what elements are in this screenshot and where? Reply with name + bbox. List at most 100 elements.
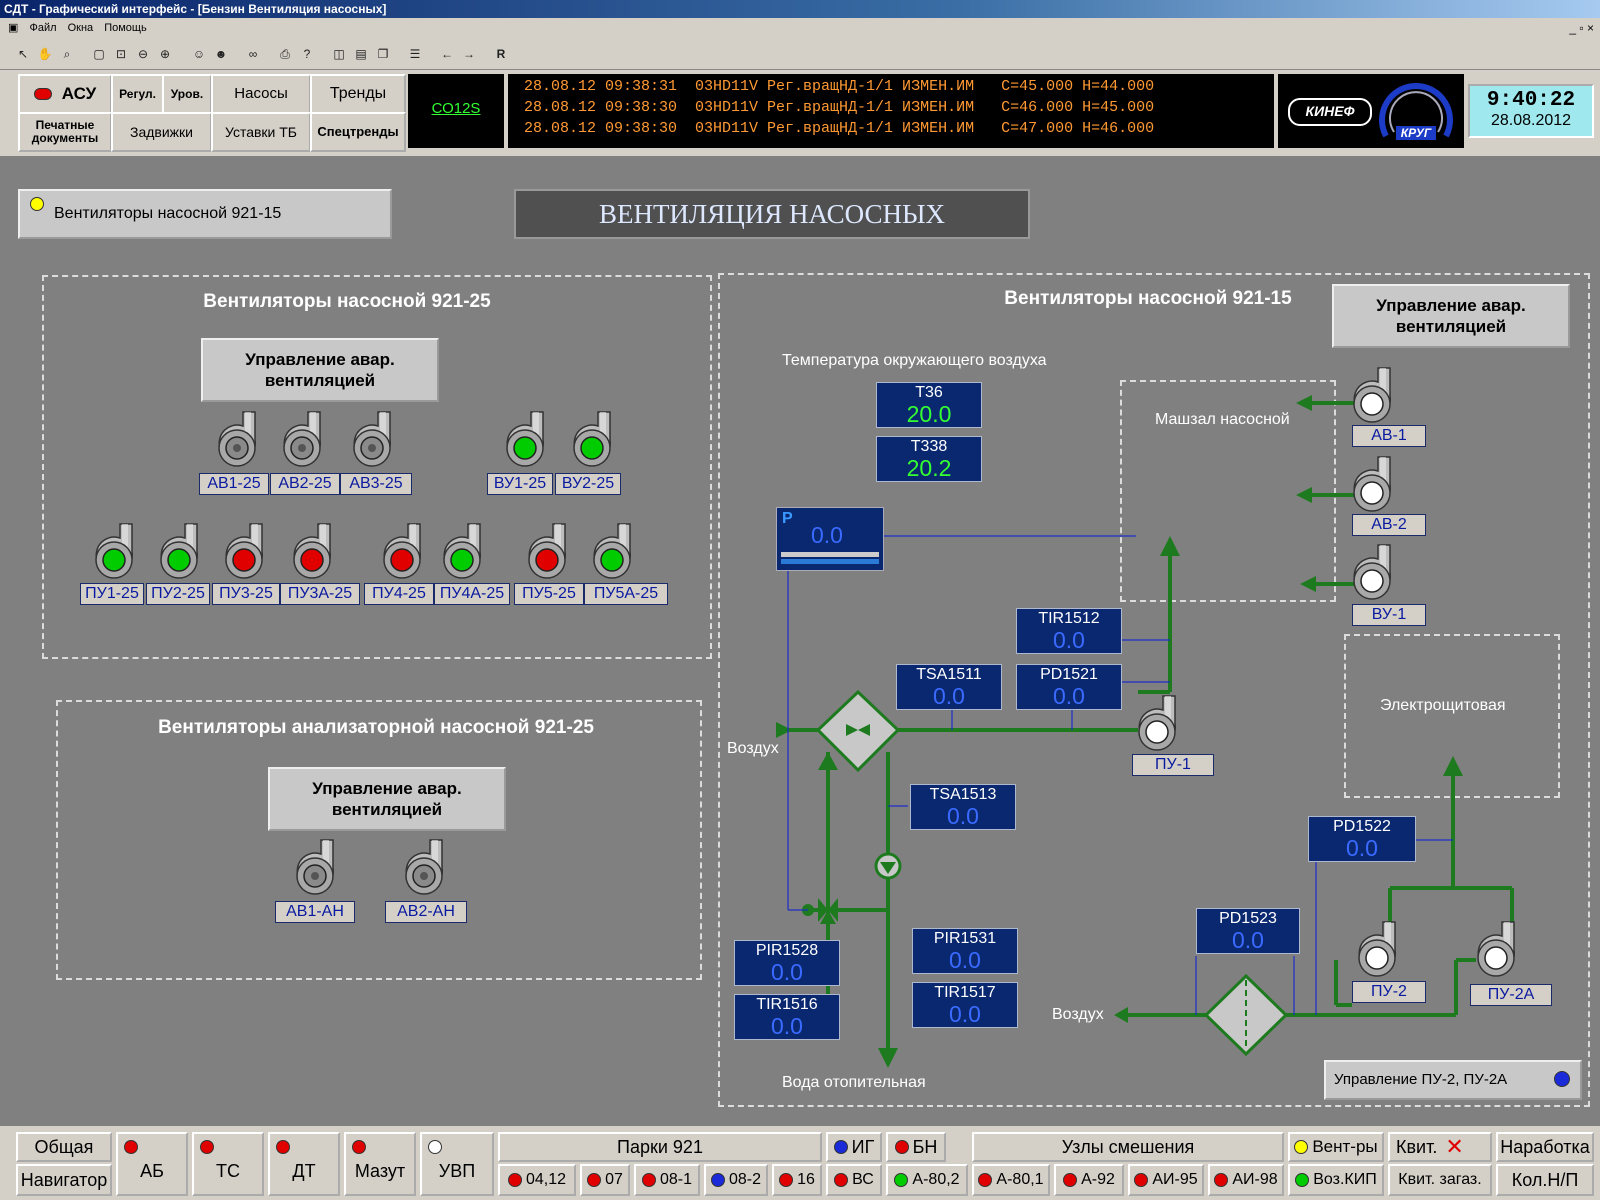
zoom-icon[interactable]: ⌕ [63, 47, 71, 61]
forward-arrow-icon[interactable]: → [463, 47, 475, 61]
code-link[interactable]: СО12S [431, 100, 481, 117]
fan-icon[interactable] [157, 522, 207, 584]
zoom-actual-icon[interactable]: ▢ [93, 47, 105, 61]
fan-icon[interactable] [215, 410, 265, 472]
park-button[interactable]: 04,12 [498, 1164, 576, 1196]
user-icon[interactable]: ☺ [192, 47, 206, 61]
uzly-header[interactable]: Узлы смешения [972, 1132, 1284, 1162]
print-documents-button[interactable]: Печатные документы [18, 112, 112, 152]
dt-button[interactable]: ДТ [268, 1132, 340, 1196]
park-button[interactable]: 16 [772, 1164, 822, 1196]
zoom-in-icon[interactable]: ⊕ [159, 47, 171, 61]
pointer-icon[interactable]: ↖ [17, 47, 29, 61]
mixing-node-button[interactable]: АИ-98 [1208, 1164, 1284, 1196]
urov-button[interactable]: Уров. [162, 74, 212, 114]
obshaya-button[interactable]: Общая [16, 1132, 112, 1162]
vs-button[interactable]: ВС [826, 1164, 882, 1196]
mixing-node-button[interactable]: АИ-95 [1128, 1164, 1204, 1196]
navigator-button[interactable]: Навигатор [16, 1164, 112, 1196]
app-menu-icon[interactable]: ▣ [8, 22, 19, 34]
fan-icon[interactable] [1350, 543, 1400, 605]
regul-button[interactable]: Регул. [111, 74, 164, 114]
mazut-button[interactable]: Мазут [344, 1132, 416, 1196]
group-921-15-emergency-button[interactable]: Управление авар. вентиляцией [1332, 284, 1570, 348]
fan-icon[interactable] [1350, 455, 1400, 517]
help-icon[interactable]: ? [303, 47, 311, 61]
hand-icon[interactable]: ✋ [37, 47, 53, 61]
group-analyzer-emergency-button[interactable]: Управление авар. вентиляцией [268, 767, 506, 831]
fan-icon[interactable] [570, 410, 620, 472]
zoom-fit-icon[interactable]: ⊡ [115, 47, 127, 61]
zoom-out-icon[interactable]: ⊖ [137, 47, 149, 61]
menu-windows[interactable]: Окна [67, 22, 94, 34]
fan-icon[interactable] [222, 522, 272, 584]
group-921-25-emergency-button[interactable]: Управление авар. вентиляцией [201, 338, 439, 402]
mixing-node-button[interactable]: А-80,1 [972, 1164, 1050, 1196]
fan-icon[interactable] [440, 522, 490, 584]
mixing-node-button[interactable]: А-92 [1054, 1164, 1124, 1196]
kvit-zagaz-button[interactable]: Квит. загаз. [1388, 1164, 1492, 1196]
spectrendy-button[interactable]: Спецтренды [310, 112, 406, 152]
kvit-button[interactable]: Квит. ✕ [1388, 1132, 1492, 1162]
parki-921-header[interactable]: Парки 921 [498, 1132, 822, 1162]
ig-button[interactable]: ИГ [826, 1132, 882, 1162]
park-button[interactable]: 08-2 [704, 1164, 768, 1196]
fan-icon[interactable] [290, 522, 340, 584]
bn-button[interactable]: БН [886, 1132, 946, 1162]
fan-icon[interactable] [402, 838, 452, 900]
fan-icon[interactable] [590, 522, 640, 584]
back-arrow-icon[interactable]: ← [441, 47, 453, 61]
kol-np-button[interactable]: Кол.Н/П [1496, 1164, 1594, 1196]
menu-help[interactable]: Помощь [104, 22, 147, 34]
ustavki-button[interactable]: Уставки ТБ [211, 112, 311, 152]
uvp-button[interactable]: УВП [420, 1132, 494, 1196]
fan-icon[interactable] [280, 410, 330, 472]
voz-kip-button[interactable]: Воз.КИП [1288, 1164, 1384, 1196]
fan-icon[interactable] [1474, 920, 1524, 982]
trendy-button[interactable]: Тренды [310, 74, 406, 114]
refresh-button[interactable]: R [496, 47, 506, 61]
fan-icon[interactable] [380, 522, 430, 584]
fan-icon[interactable] [293, 838, 343, 900]
fan-icon[interactable] [1355, 920, 1405, 982]
ventry-button[interactable]: Вент-ры [1288, 1132, 1384, 1162]
fan-icon[interactable] [350, 410, 400, 472]
asu-button[interactable]: АСУ [18, 74, 112, 114]
fan-icon[interactable] [1350, 366, 1400, 428]
park-button[interactable]: 08-1 [634, 1164, 700, 1196]
narabotka-button[interactable]: Наработка [1496, 1132, 1594, 1162]
ts-button[interactable]: ТС [192, 1132, 264, 1196]
print-icon[interactable]: ⎙ [280, 47, 290, 61]
fan-icon[interactable] [1135, 694, 1185, 756]
menu-file[interactable]: Файл [29, 22, 57, 34]
fan-icon[interactable] [503, 410, 553, 472]
pu2-control-button[interactable]: Управление ПУ-2, ПУ-2А [1324, 1060, 1582, 1100]
tile-horizontal-icon[interactable]: ▤ [355, 47, 367, 61]
ab-button[interactable]: АБ [116, 1132, 188, 1196]
fans-921-15-nav-button[interactable]: Вентиляторы насосной 921-15 [18, 189, 392, 239]
window-controls[interactable]: _ ▫ × [1569, 21, 1594, 35]
fan-icon[interactable] [525, 522, 575, 584]
fan-icon[interactable] [92, 522, 142, 584]
cascade-icon[interactable]: ❐ [377, 47, 389, 61]
zadvizhki-button[interactable]: Задвижки [111, 112, 212, 152]
a80-2-button[interactable]: А-80,2 [886, 1164, 968, 1196]
binoculars-icon[interactable]: ∞ [248, 47, 258, 61]
park-button[interactable]: 07 [580, 1164, 630, 1196]
users-icon[interactable]: ☻ [214, 47, 228, 61]
tile-vertical-icon[interactable]: ◫ [333, 47, 345, 61]
window-list-icon[interactable]: ☰ [409, 47, 421, 61]
fan-label: ПУ3А-25 [280, 583, 360, 605]
